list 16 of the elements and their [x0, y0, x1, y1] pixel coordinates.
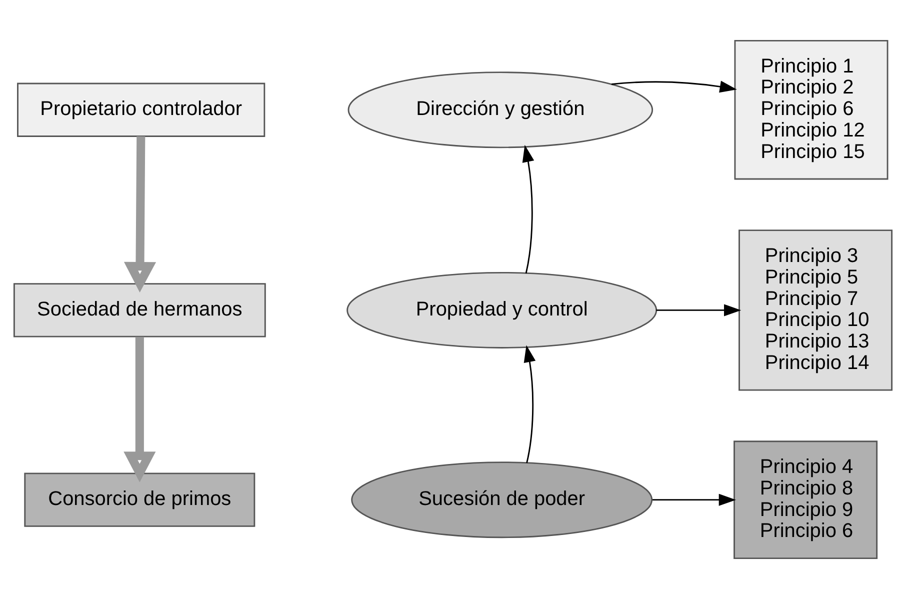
- arrow: [611, 80, 737, 92]
- node-box: Propietario controlador: [17, 82, 266, 136]
- arrow: [524, 344, 536, 463]
- node-box: Consorcio de primos: [24, 472, 256, 526]
- arrow: [656, 304, 742, 316]
- arrow: [124, 336, 156, 482]
- node-box: Principio 4 Principio 8 Principio 9 Principio 6: [734, 440, 878, 558]
- arrow: [652, 493, 736, 506]
- node-ellipse: Propiedad y control: [346, 271, 658, 348]
- arrow: [124, 136, 156, 292]
- node-box: Sociedad de hermanos: [13, 282, 266, 337]
- node-box: Principio 3 Principio 5 Principio 7 Principio 10 Principio 13 Principio 14: [738, 229, 893, 390]
- node-ellipse: Sucesión de poder: [351, 461, 653, 538]
- arrow: [522, 144, 534, 273]
- node-ellipse: Dirección y gestión: [348, 71, 654, 148]
- node-box: Principio 1 Principio 2 Principio 6 Principio 12 Principio 15: [734, 40, 888, 180]
